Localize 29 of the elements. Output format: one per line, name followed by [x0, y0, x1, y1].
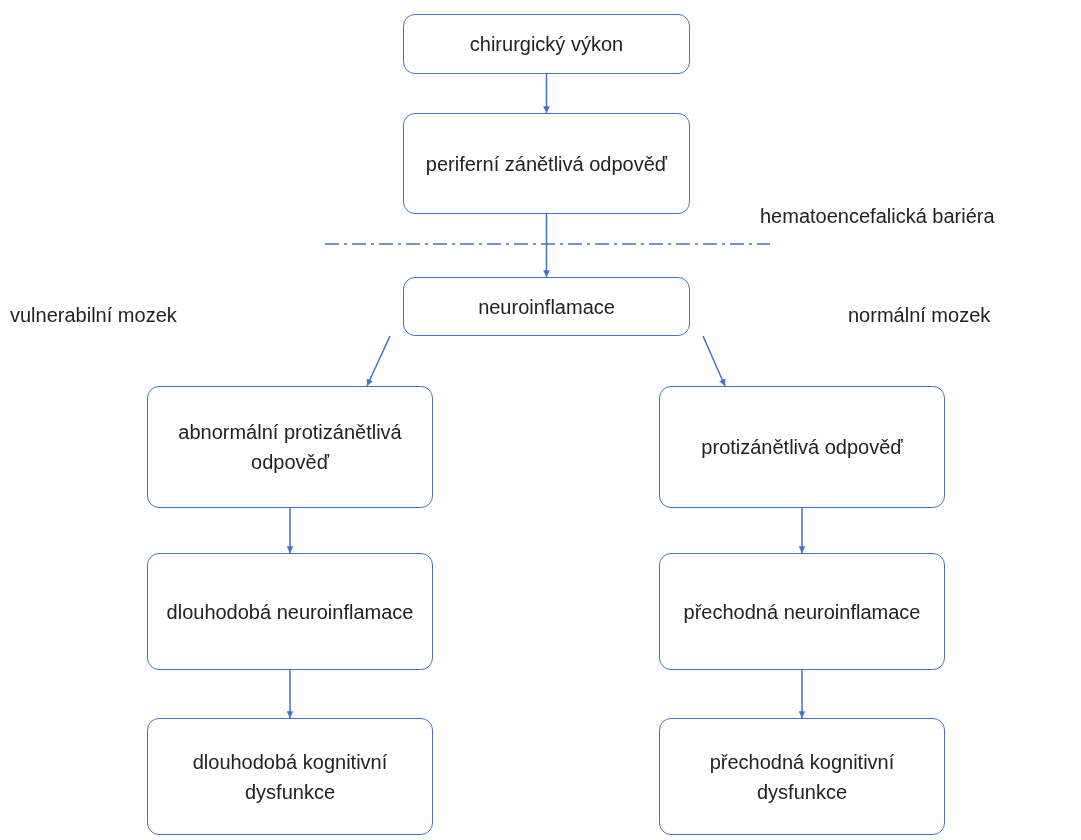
process-box: [659, 386, 945, 508]
box-label: přechodná neuroinflamace: [682, 599, 922, 625]
box-label: přechodná kognitivní dysfunkce: [708, 749, 896, 805]
box-label: periferní zánětlivá odpověď: [424, 151, 669, 177]
arrow: [543, 73, 550, 114]
arrow: [702, 335, 726, 387]
arrow: [798, 507, 806, 554]
box-label: neuroinflamace: [477, 294, 616, 320]
arrow: [798, 669, 806, 719]
process-box: [147, 386, 433, 508]
process-box: [659, 718, 945, 835]
box-label: dlouhodobá kognitivní dysfunkce: [191, 749, 389, 805]
process-box: [403, 277, 690, 336]
process-box: [403, 113, 690, 214]
region-label: normální mozek: [848, 304, 991, 327]
process-box: [147, 553, 433, 670]
barrier-label: hematoencefalická bariéra: [760, 205, 995, 228]
region-label: vulnerabilní mozek: [10, 304, 177, 327]
process-box: [147, 718, 433, 835]
process-box: [659, 553, 945, 670]
arrow: [286, 669, 294, 719]
arrow: [286, 507, 294, 554]
arrow: [543, 213, 550, 278]
box-label: protizánětlivá odpověď: [700, 435, 904, 460]
box-label: abnormální protizánětlivá odpověď: [177, 420, 403, 475]
box-label: chirurgický výkon: [468, 32, 625, 57]
process-box: [403, 14, 690, 74]
box-label: dlouhodobá neuroinflamace: [165, 599, 415, 625]
arrow: [366, 335, 391, 387]
